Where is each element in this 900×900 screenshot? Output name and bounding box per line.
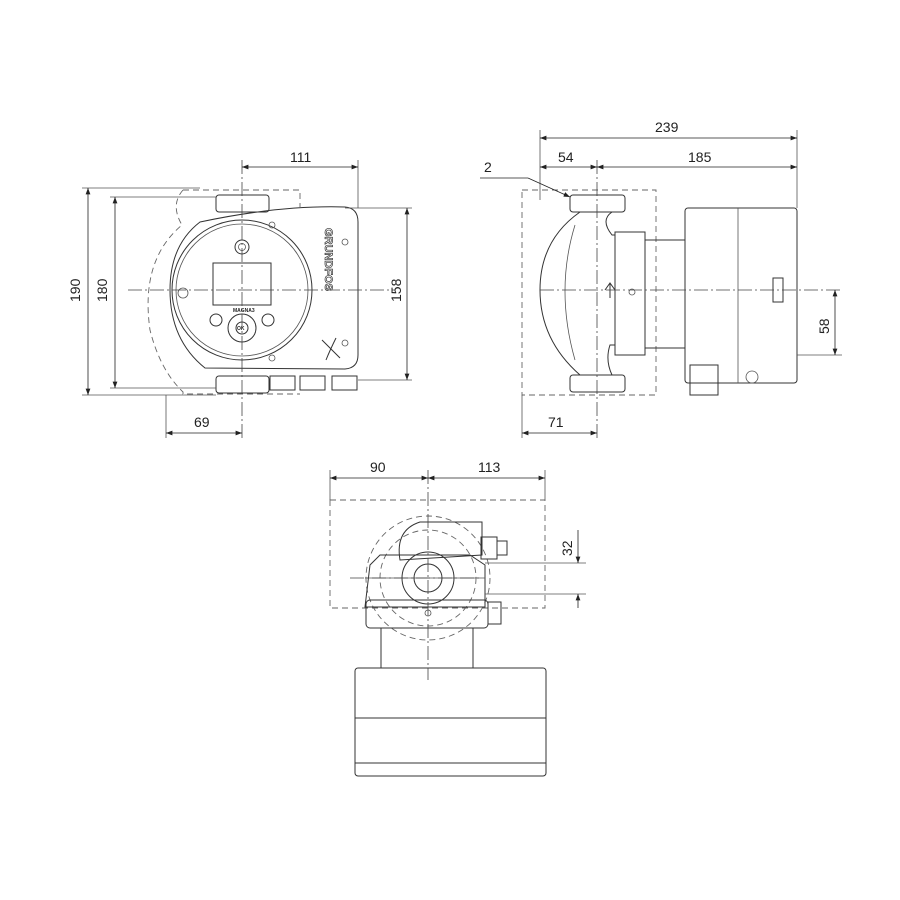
pump-head: [364, 554, 486, 608]
grundfos-logo: GRUNDFOS: [322, 228, 334, 291]
envelope-outline: [521, 189, 657, 396]
stator: [380, 627, 474, 669]
dim-185: 185: [688, 149, 712, 165]
pump-housing: [539, 211, 616, 376]
dim-239: 239: [655, 119, 679, 135]
control-box: [169, 206, 359, 370]
bottom-port: [569, 374, 626, 393]
x-logo: [321, 337, 341, 361]
dim-58: 58: [816, 318, 832, 334]
stator: [644, 239, 686, 349]
flange: [614, 231, 646, 356]
motor-housing: [684, 207, 798, 384]
motor-housing: [354, 667, 547, 777]
dim-69: 69: [194, 414, 210, 430]
top-port: [215, 194, 270, 213]
wireless-button: [261, 313, 275, 327]
top-view: 90 113 32: [329, 459, 586, 777]
dim-190: 190: [67, 278, 83, 302]
dim-71: 71: [548, 414, 564, 430]
dim-158: 158: [388, 278, 404, 302]
screw: [177, 287, 189, 299]
plug: [480, 536, 498, 560]
terminal-box: [398, 521, 483, 561]
top-port: [569, 194, 626, 213]
dim-2: 2: [484, 159, 492, 175]
connector: [689, 364, 719, 396]
side-view: 239 54 185 2 58 71: [480, 119, 842, 440]
envelope-outline: [329, 499, 546, 609]
ok-label: OK: [237, 326, 245, 332]
dim-90: 90: [370, 459, 386, 475]
model-label: MAGNA3: [233, 308, 255, 314]
home-button: [209, 313, 223, 327]
envelope-outline: [147, 189, 301, 395]
bottom-port: [215, 375, 270, 394]
dim-180: 180: [94, 278, 110, 302]
flow-arrow-icon: [604, 282, 616, 298]
plug-socket: [487, 601, 502, 625]
dim-54: 54: [558, 149, 574, 165]
dim-32: 32: [559, 540, 575, 556]
dim-113: 113: [478, 459, 501, 475]
dim-111: 111: [290, 149, 311, 165]
front-view: OK MAGNA3 GRUNDFOS 111 190 180 158 69: [67, 149, 412, 440]
